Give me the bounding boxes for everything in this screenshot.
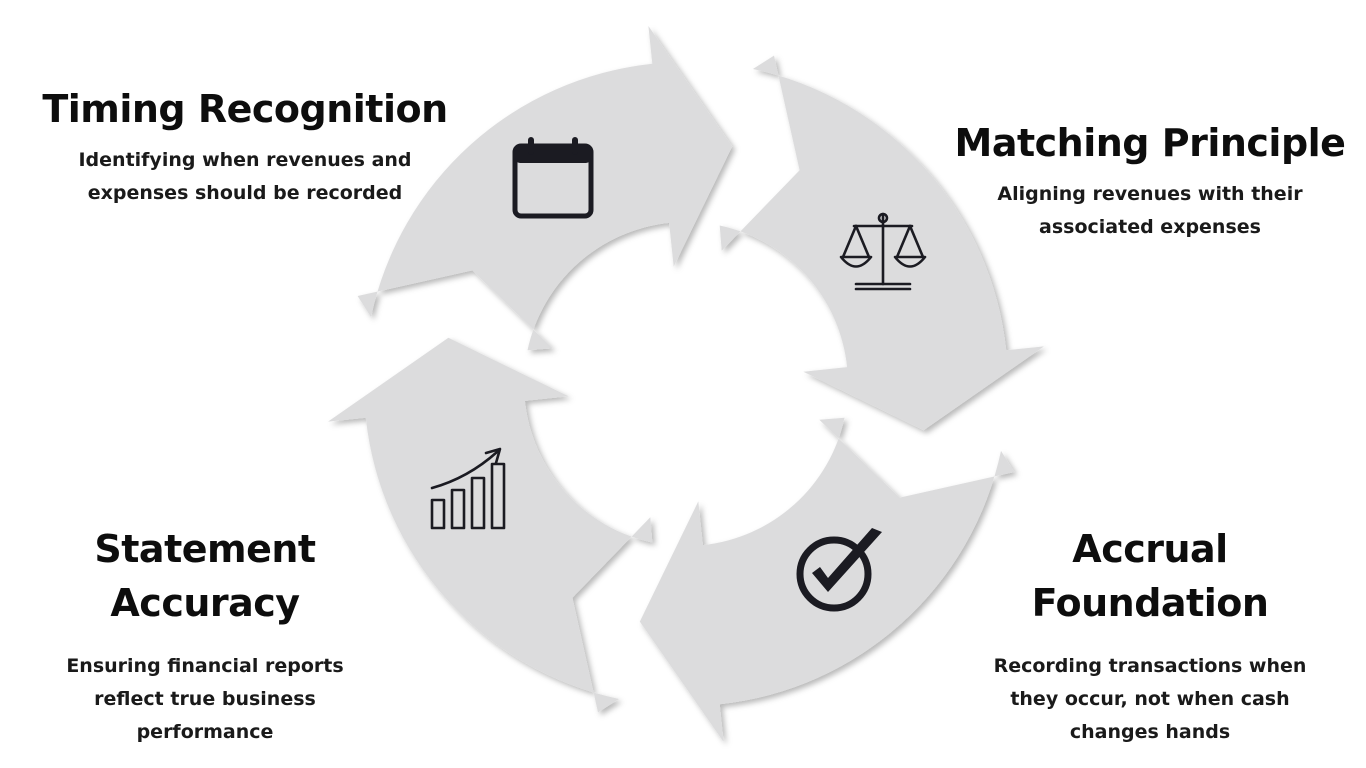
accrual-title-line: Accrual <box>1072 527 1228 571</box>
timing-description-line: expenses should be recorded <box>87 182 403 204</box>
segment-accrual-foundation: Accrual Foundation Recording transaction… <box>960 522 1340 749</box>
accrual-description: Recording transactions when they occur, … <box>960 650 1340 749</box>
accrual-title: Accrual Foundation <box>960 522 1340 630</box>
check-circle-icon <box>796 528 882 612</box>
timing-title: Timing Recognition <box>42 87 448 131</box>
ring-icons <box>430 137 927 612</box>
accrual-description-line: Recording transactions when <box>993 655 1307 677</box>
matching-description-line: Aligning revenues with their <box>997 183 1303 205</box>
calendar-icon <box>512 137 594 219</box>
statement-title: Statement Accuracy <box>20 522 390 630</box>
statement-title-line: Accuracy <box>110 581 300 625</box>
timing-description-line: Identifying when revenues and <box>78 149 412 171</box>
accrual-description-line: changes hands <box>1069 721 1231 743</box>
timing-description: Identifying when revenues and expenses s… <box>30 144 460 210</box>
matching-description-line: associated expenses <box>1039 216 1261 238</box>
matching-title: Matching Principle <box>954 121 1346 165</box>
statement-description-line: reflect true business <box>94 688 316 710</box>
segment-timing-recognition: Timing Recognition Identifying when reve… <box>30 82 460 210</box>
accrual-description-line: they occur, not when cash <box>1010 688 1290 710</box>
accrual-title-line: Foundation <box>1031 581 1269 625</box>
arrow-timing-to-matching <box>357 26 733 351</box>
matching-description: Aligning revenues with their associated … <box>930 178 1366 244</box>
segment-statement-accuracy: Statement Accuracy Ensuring financial re… <box>20 522 390 749</box>
segment-matching-principle: Matching Principle Aligning revenues wit… <box>930 116 1366 244</box>
statement-title-line: Statement <box>94 527 316 571</box>
arrow-statement-to-timing <box>328 337 653 713</box>
statement-description-line: Ensuring financial reports <box>66 655 344 677</box>
balance-scale-icon <box>839 212 927 291</box>
statement-description-line: performance <box>136 721 274 743</box>
statement-description: Ensuring financial reports reflect true … <box>20 650 390 749</box>
growth-chart-icon <box>430 447 506 530</box>
